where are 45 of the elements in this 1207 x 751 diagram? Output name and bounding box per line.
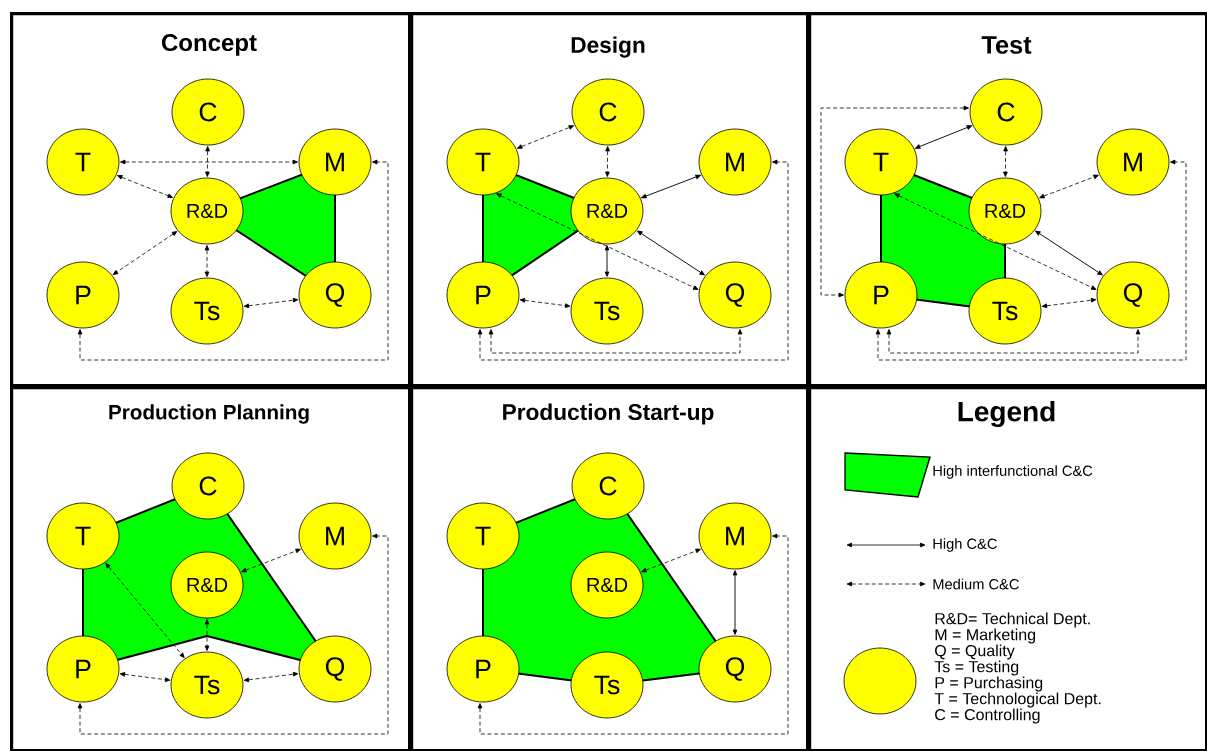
arrow (496, 193, 699, 290)
arrow (886, 329, 1141, 354)
arrow (604, 245, 610, 277)
arrow (1003, 146, 1008, 177)
key-text: T = Technological Dept. (934, 692, 1101, 708)
arrow (243, 671, 299, 683)
key-text: Ts = Testing (934, 660, 1019, 676)
key-text: Q = Quality (935, 644, 1015, 660)
arrow (120, 159, 298, 165)
arrow (915, 125, 972, 149)
arrow (605, 146, 610, 177)
arrow (641, 548, 701, 573)
key-text: R&D= Technical Dept. (935, 612, 1090, 628)
circle-sample (843, 647, 917, 715)
arrow (77, 533, 389, 735)
arrow (112, 231, 178, 275)
legend-label: High C&C (933, 538, 997, 552)
arrow (516, 125, 575, 149)
arrow (488, 329, 743, 354)
legend-label: Medium C&C (933, 578, 1019, 590)
arrow (241, 548, 301, 573)
arrow (732, 570, 738, 635)
arrow (204, 619, 210, 651)
arrow (105, 563, 185, 659)
arrow (117, 175, 173, 198)
arrow (894, 193, 1097, 290)
arrow (641, 174, 701, 199)
arrow (77, 159, 389, 361)
key-text: P = Purchasing (935, 676, 1043, 692)
arrow (637, 230, 705, 276)
arrow (1041, 297, 1097, 309)
arrow (243, 297, 299, 309)
arrow (477, 159, 789, 361)
arrow (205, 146, 210, 177)
arrow (1035, 230, 1103, 276)
legend-label: High interfunctional C&C (933, 465, 1093, 479)
arrow (204, 245, 210, 277)
key-text: C = Controlling (935, 708, 1040, 724)
arrow (820, 105, 969, 298)
arrow (1039, 174, 1099, 199)
arrow (477, 533, 789, 735)
arrow (519, 298, 571, 308)
key-text: M = Marketing (935, 628, 1036, 644)
arrow (119, 672, 171, 682)
arrow (875, 159, 1187, 361)
